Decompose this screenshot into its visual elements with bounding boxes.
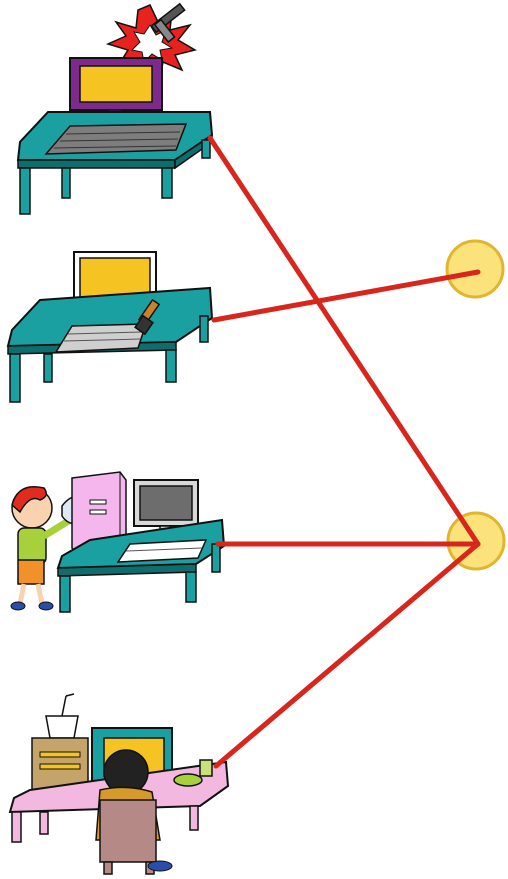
target-dot-1[interactable] [445,239,505,299]
desk-2-table [6,286,214,403]
child-figure [95,749,173,875]
keyboard-icon [54,323,148,353]
cup-icon [45,693,79,739]
child-figure [10,486,72,611]
monitor-icon [133,479,199,535]
food-bowl-icon [173,759,213,787]
desk-1-picture[interactable] [16,2,214,215]
desk-3-picture[interactable] [10,471,226,613]
brush-icon [134,298,161,336]
connection-line [211,269,481,323]
connection-lines [207,135,481,769]
hammer-icon [150,2,186,43]
desk-2-picture[interactable] [6,251,214,403]
desk-4-picture[interactable] [8,693,230,875]
connection-line [213,541,481,769]
keyboard-icon [116,539,208,563]
connection-line [207,135,481,547]
